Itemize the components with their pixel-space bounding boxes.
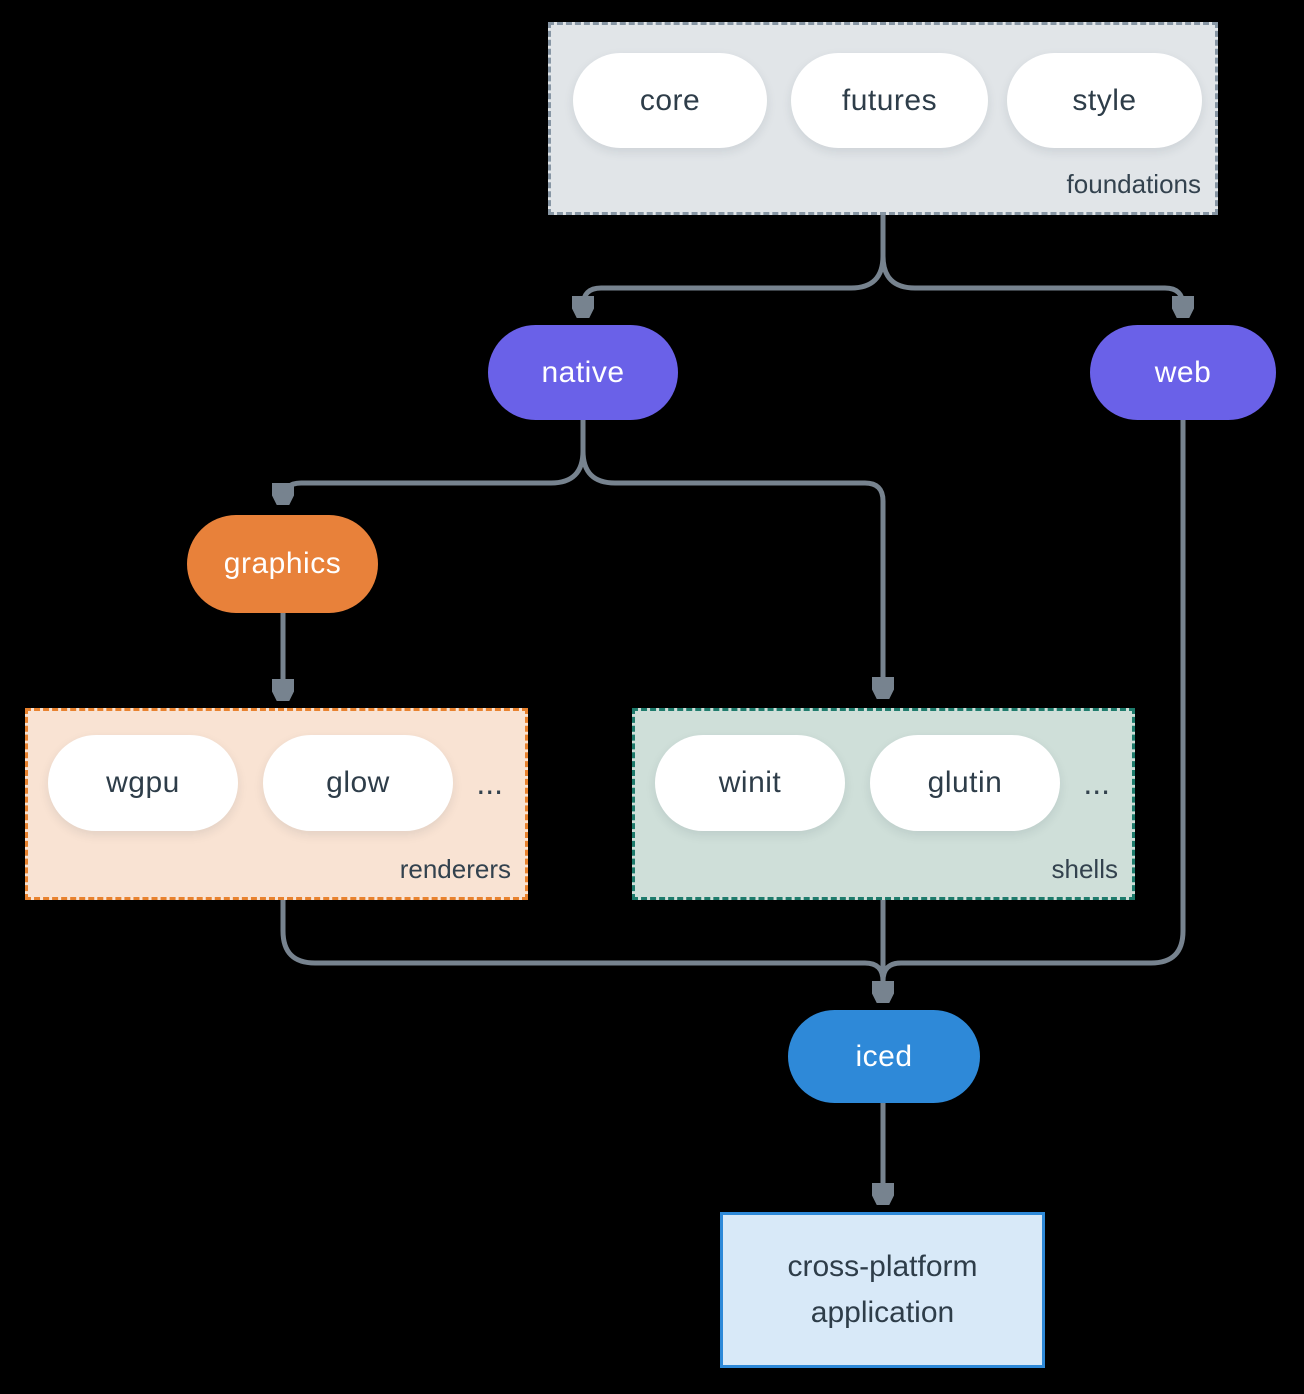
node-winit-label: winit	[718, 766, 782, 799]
node-application-label: cross-platform application	[787, 1249, 978, 1330]
node-style: style	[1007, 53, 1202, 148]
node-web: web	[1090, 325, 1276, 420]
node-glutin: glutin	[870, 735, 1060, 831]
node-futures: futures	[791, 53, 988, 148]
node-graphics-label: graphics	[223, 547, 342, 580]
node-futures-label: futures	[841, 83, 938, 117]
node-winit: winit	[655, 735, 845, 831]
edge-native-shells	[580, 420, 883, 697]
edge-foundations-web	[880, 215, 1183, 316]
group-foundations-label: foundations	[1066, 169, 1201, 199]
node-wgpu: wgpu	[48, 735, 238, 831]
node-wgpu-label: wgpu	[106, 766, 180, 799]
node-native-label: native	[541, 355, 625, 389]
shells-ellipsis: ...	[1083, 764, 1110, 801]
node-iced: iced	[788, 1010, 980, 1103]
node-application: cross-platform application	[720, 1212, 1045, 1368]
node-web-label: web	[1154, 355, 1212, 389]
group-shells-label: shells	[1051, 854, 1118, 884]
node-native: native	[488, 325, 678, 420]
edge-renderers-merge	[280, 900, 886, 982]
node-glow-label: glow	[326, 766, 390, 799]
node-graphics: graphics	[187, 515, 378, 613]
node-glow: glow	[263, 735, 453, 831]
node-core-label: core	[639, 83, 701, 117]
node-style-label: style	[1072, 83, 1137, 117]
group-shells: winit glutin ... shells	[632, 708, 1135, 900]
renderers-ellipsis: ...	[476, 764, 503, 801]
node-core: core	[573, 53, 767, 148]
group-renderers-label: renderers	[399, 854, 511, 884]
group-foundations: core futures style foundations	[548, 22, 1218, 215]
node-glutin-label: glutin	[927, 766, 1003, 799]
edge-native-graphics	[283, 420, 586, 503]
node-iced-label: iced	[855, 1039, 913, 1073]
group-renderers: wgpu glow ... renderers	[25, 708, 528, 900]
edge-foundations-native	[583, 215, 886, 316]
